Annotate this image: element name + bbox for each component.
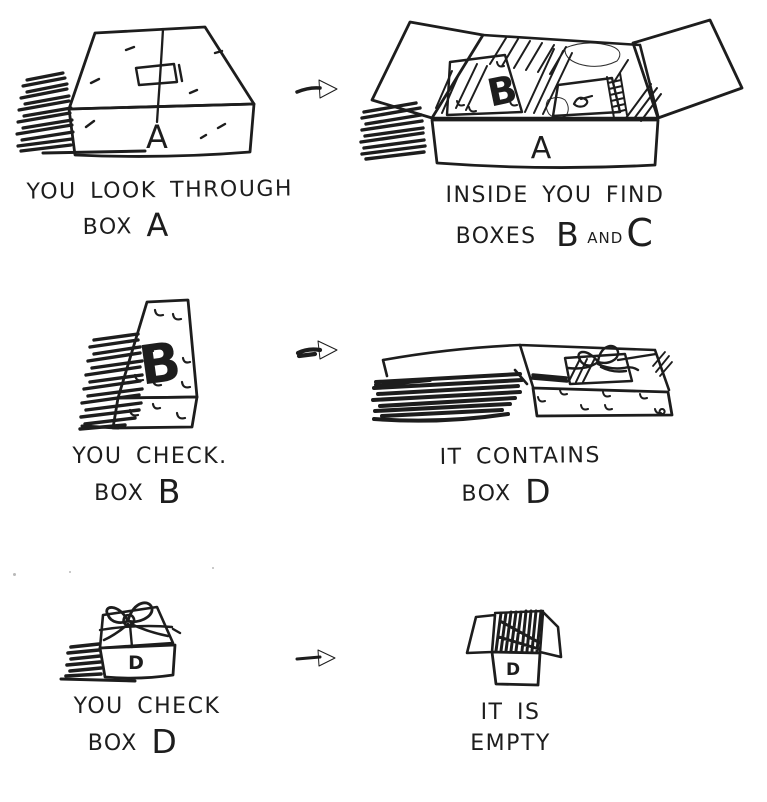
caption-word: BOX — [461, 481, 512, 507]
seam-line — [155, 27, 165, 124]
box-b-label: B — [135, 329, 185, 397]
caption-contains-box-d: IT CONTAINS BOX D — [398, 443, 644, 511]
inner-box-b-holes — [455, 61, 518, 113]
caption-check-box-d: YOU CHECK BOX D — [33, 694, 261, 758]
interior-scribble — [494, 609, 543, 653]
bow-ribbon — [566, 344, 658, 373]
bow-loops — [105, 601, 154, 624]
caption-word: BOX — [94, 480, 145, 506]
caption-look-through-box-a: YOU LOOK THROUGH BOX A — [15, 176, 306, 244]
tape-strip — [134, 62, 184, 87]
left-flap — [370, 20, 485, 120]
right-flap — [538, 610, 563, 659]
caption-inside-find-b-c: INSIDE YOU FIND BOXES B ANDC — [400, 183, 710, 252]
ground-line — [59, 677, 137, 683]
lid-scribble-hatch — [371, 372, 524, 423]
box-letter: D — [524, 471, 553, 511]
lid-panel — [381, 343, 522, 378]
shadow-hatch — [15, 71, 75, 153]
paper-speck — [212, 567, 214, 569]
shadow-hatch — [64, 642, 103, 678]
lid-face — [98, 605, 175, 650]
vertical-ribbon — [128, 623, 134, 649]
inner-walls — [430, 33, 660, 120]
caption-line: INSIDE YOU FIND — [445, 183, 665, 208]
inner-box-b-label: B — [483, 66, 520, 115]
wedge-box-b-drawing: B — [78, 298, 199, 431]
caption-line: BOX B — [28, 475, 248, 508]
paper-speck — [13, 573, 16, 576]
box-letter: C — [626, 210, 655, 255]
caption-word: BOXES — [455, 223, 537, 249]
tray-walls — [513, 343, 671, 392]
wedge-bottom-band — [111, 395, 199, 430]
open-box-a-drawing: B A — [359, 18, 744, 169]
shadow-hatch — [359, 101, 427, 161]
box-front-face — [67, 102, 256, 158]
air-holes — [537, 389, 666, 415]
box-letter: B — [157, 471, 182, 511]
box-d-label: D — [506, 660, 520, 680]
ground-line — [41, 149, 147, 155]
surface-ticks — [84, 45, 227, 140]
caption-line: YOU CHECK — [73, 694, 221, 719]
gift-box-d — [563, 352, 634, 386]
front-face — [490, 650, 542, 687]
box-letter: D — [151, 721, 179, 761]
air-holes — [128, 308, 192, 420]
left-flap — [465, 613, 497, 655]
interior-hatch — [435, 37, 662, 122]
caption-line: IT IS — [480, 700, 541, 725]
caption-it-is-empty: IT IS EMPTY — [428, 700, 593, 757]
caption-line: YOU CHECK. — [72, 444, 228, 469]
inner-box-b — [445, 53, 524, 117]
box-letter: B — [556, 214, 581, 254]
box-letter: A — [146, 205, 170, 245]
caption-word: AND — [587, 228, 624, 247]
tray-front-face — [531, 386, 674, 418]
corner-hatch — [652, 351, 673, 377]
box-d-label: D — [128, 652, 144, 674]
empty-box-d-drawing: D — [465, 609, 563, 687]
box-front-face — [430, 118, 660, 169]
right-flap — [631, 18, 744, 120]
shadow-hatch — [78, 332, 144, 431]
bow-knot-and-tails — [102, 613, 170, 642]
front-face — [98, 643, 177, 680]
corner-ladder-hatch — [606, 72, 628, 119]
caption-line: EMPTY — [428, 731, 593, 757]
caption-word: BOX — [87, 730, 138, 756]
gift-box-d-hatch — [568, 358, 595, 383]
box-a-label: A — [146, 118, 168, 156]
caption-word: BOX — [82, 214, 134, 240]
paper-speck — [69, 571, 71, 573]
dark-scribble — [530, 373, 569, 383]
caption-line: BOX A — [0, 205, 271, 245]
gift-box-d-drawing: D — [59, 601, 182, 683]
open-box-b-drawing — [371, 343, 674, 423]
caption-line: IT CONTAINS — [439, 443, 602, 470]
box-a-label: A — [531, 131, 552, 166]
caption-check-box-b: YOU CHECK. BOX B — [40, 444, 260, 508]
inner-box-c-ribbon — [572, 94, 594, 108]
closed-box-a-drawing: A — [15, 25, 256, 158]
caption-line: BOX D — [19, 725, 247, 758]
caption-line: BOX D — [384, 471, 629, 511]
caption-word: EMPTY — [470, 730, 551, 756]
caption-line: YOU LOOK THROUGH — [26, 176, 294, 205]
